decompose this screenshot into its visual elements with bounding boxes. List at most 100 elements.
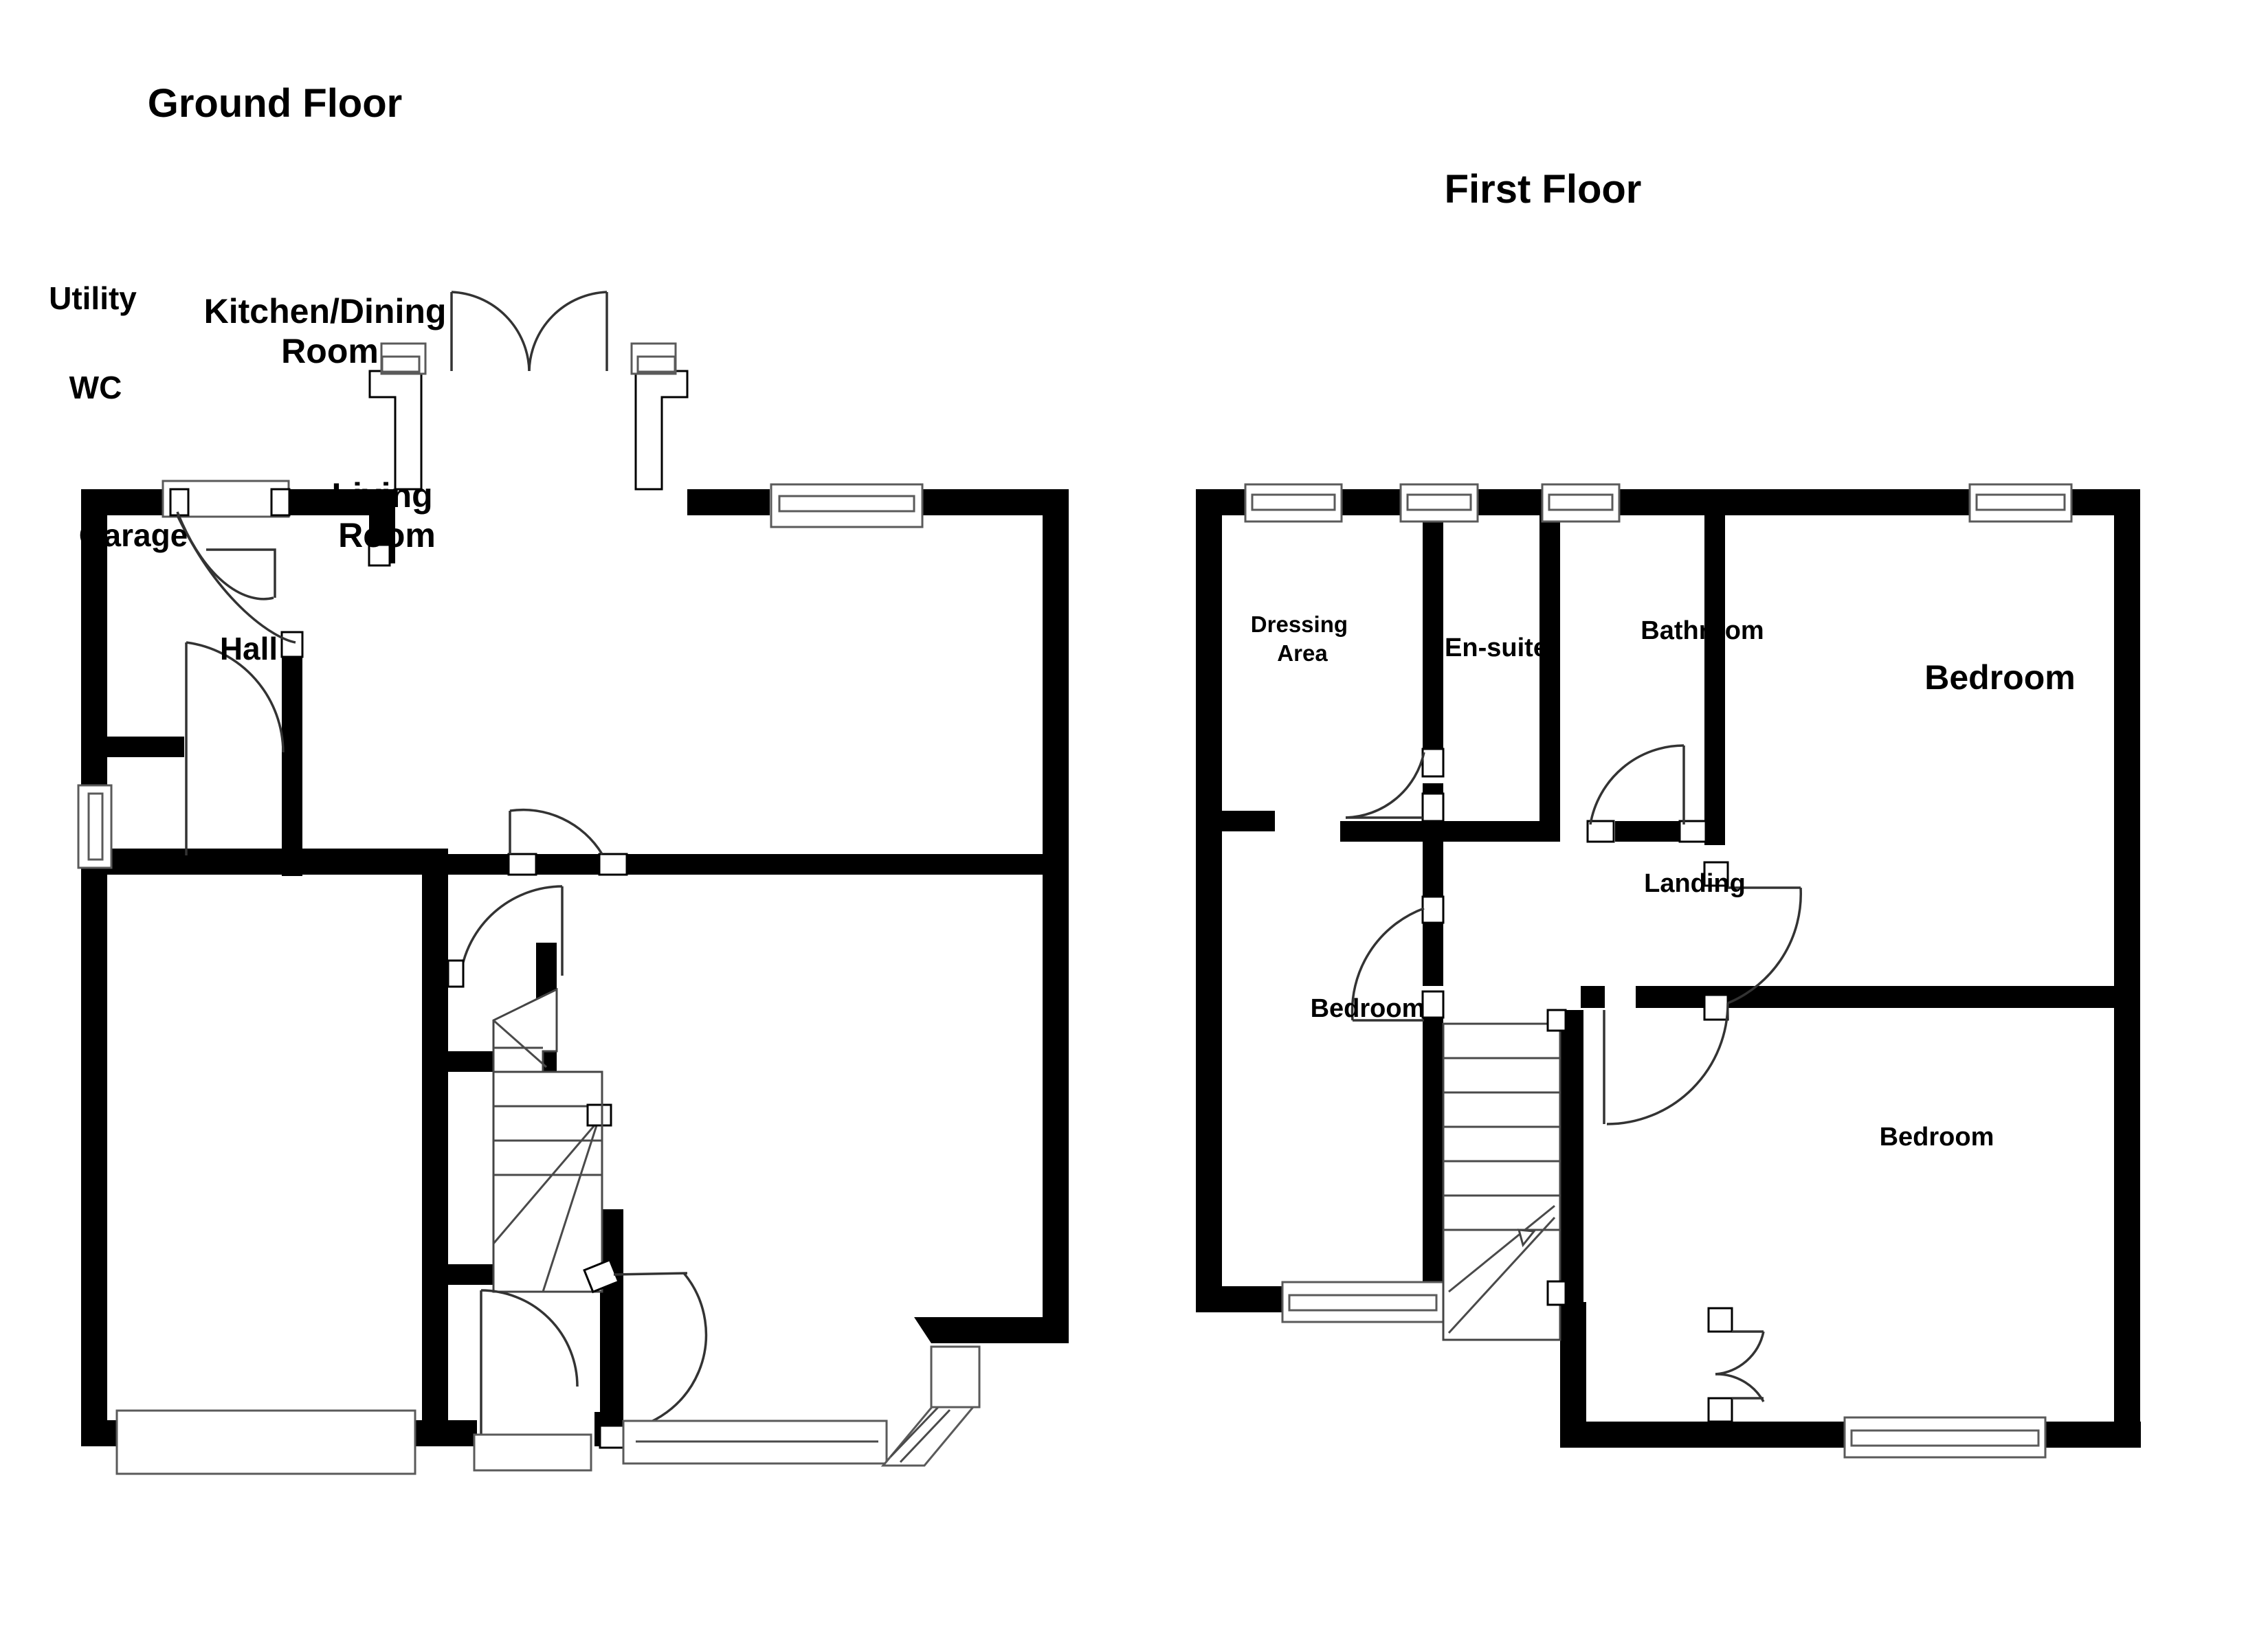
stair-ff-body — [1442, 1022, 1561, 1341]
wall-garage-right — [422, 849, 448, 1446]
wall-bedroom2-top-stub — [1196, 811, 1275, 831]
stair-direction-a — [492, 1121, 599, 1244]
bathroom-door-swing — [1589, 744, 1685, 825]
landing-bed3-swing — [1606, 1002, 1729, 1125]
utility-wc-door[interactable] — [176, 515, 304, 855]
wall-ff-left — [1196, 489, 1222, 1307]
ensuite-landing-jamb-bottom — [1421, 990, 1445, 1019]
wall-living-bottom-right — [914, 1317, 1069, 1343]
window-bedroom-3[interactable] — [1843, 1416, 2047, 1459]
window-kitchen-sash — [778, 495, 915, 513]
window-kitchen-rear[interactable] — [770, 483, 924, 528]
stair-newel — [586, 1103, 612, 1127]
bay-window-corner-box — [930, 1345, 981, 1409]
garage-door-front[interactable] — [115, 1409, 416, 1475]
stair-ff-arrowhead — [1517, 1229, 1536, 1248]
dressing-ensuite-door[interactable] — [1345, 748, 1445, 822]
window-wc-sash — [87, 792, 104, 861]
living-room-line-2: Room — [338, 516, 436, 554]
wall-hall-front-left — [448, 1420, 477, 1446]
kitchen-dining-line-2: Room — [281, 332, 379, 370]
room-label-bedroom-1: Bedroom — [1924, 658, 2075, 697]
stair-ff-arrow-2 — [1447, 1216, 1556, 1334]
wall-bed3-bottom-left — [1560, 1422, 1849, 1448]
hall-stair-door-jamb — [447, 959, 465, 988]
wall-ensuite-bathroom — [1539, 515, 1560, 842]
staircase-ground — [492, 987, 612, 1293]
utility-door-leaf — [206, 548, 276, 598]
wall-ff-top-3 — [1476, 489, 1542, 515]
wall-kitchen-living-divider — [448, 854, 1053, 875]
window-bathroom[interactable] — [1541, 483, 1621, 523]
bathroom-door[interactable] — [1586, 744, 1707, 843]
kitchen-dining-line-1: Kitchen/Dining — [204, 292, 447, 330]
wall-utility-top-left — [81, 489, 170, 515]
kitchen-hall-door-swing — [509, 808, 603, 855]
wall-ff-right — [2114, 489, 2140, 1448]
wall-utility-wc-divider — [107, 737, 184, 757]
landing-bedroom3-door[interactable] — [1603, 867, 1739, 1125]
hall-living-door[interactable] — [583, 1258, 708, 1449]
bay-window-mullion-1 — [889, 1404, 942, 1458]
french-door-left-swing — [451, 291, 531, 372]
stair-ff-newel-top — [1546, 1009, 1567, 1032]
ground-floor-group: Ground Floor Utility WC Kitchen/Dining R… — [49, 81, 1069, 1475]
room-label-hall: Hall — [220, 631, 278, 666]
first-floor-walls — [1196, 489, 2141, 1448]
window-bedroom-2[interactable] — [1281, 1281, 1445, 1323]
room-label-utility: Utility — [49, 280, 137, 316]
window-bedroom1-sash — [1975, 493, 2066, 511]
window-dressing-sash — [1251, 493, 1336, 511]
room-label-garage: Garage — [79, 517, 188, 553]
bed3-lower-jamb-top — [1707, 1307, 1733, 1333]
hall-living-door-leaf-line — [613, 1272, 688, 1276]
window-dressing-area[interactable] — [1244, 483, 1343, 523]
hall-understairs-door[interactable] — [473, 1289, 592, 1472]
landing-bedroom1-door[interactable] — [1703, 861, 1802, 1021]
wall-right-exterior — [1043, 489, 1069, 1317]
stair-diag-1 — [493, 1019, 547, 1068]
utility-rear-door[interactable] — [162, 480, 391, 601]
first-floor-title: First Floor — [1445, 167, 1642, 212]
wall-kitchen-top-left — [687, 489, 770, 515]
french-door-left-sash — [381, 355, 421, 373]
bedroom3-lower-door[interactable] — [1707, 1307, 1765, 1423]
understairs-threshold — [473, 1433, 592, 1472]
landing-bed1-jamb-bottom — [1703, 994, 1729, 1021]
wall-dressing-ensuite-upper — [1423, 515, 1443, 749]
stair-direction-b — [542, 1121, 599, 1292]
ensuite-landing-door[interactable] — [1350, 895, 1445, 1022]
window-ensuite-sash — [1406, 493, 1472, 511]
bed3-lower-swing-bottom — [1715, 1373, 1765, 1402]
window-en-suite[interactable] — [1399, 483, 1479, 523]
wall-left-lower — [81, 849, 107, 1446]
utility-door-jamb-right — [270, 488, 291, 517]
wall-landing-right-stub — [1704, 821, 1725, 845]
french-doors-rear[interactable] — [368, 291, 689, 491]
utility-wc-door-jamb — [280, 631, 304, 658]
stair-ff-newel-bottom — [1546, 1280, 1567, 1306]
hall-stair-door[interactable] — [447, 885, 564, 988]
room-label-en-suite: En-suite — [1445, 633, 1548, 662]
kitchen-hall-door[interactable] — [507, 808, 628, 876]
window-wc-left[interactable] — [77, 784, 113, 869]
wall-bathroom-bedroom1 — [1704, 515, 1725, 842]
ensuite-landing-swing — [1350, 907, 1425, 1021]
utility-door-stop — [368, 543, 391, 567]
front-entrance-door[interactable] — [622, 1420, 888, 1465]
wall-ff-top-4 — [1616, 489, 1974, 515]
window-bedroom-1[interactable] — [1968, 483, 2073, 523]
dressing-door-jamb-bottom — [1421, 792, 1445, 822]
room-label-kitchen-dining: Kitchen/Dining Room — [204, 292, 456, 370]
room-label-wc: WC — [69, 370, 122, 405]
living-room-bay-window[interactable] — [880, 1345, 981, 1467]
stair-flight-body — [492, 1070, 603, 1293]
room-label-bedroom-3: Bedroom — [1880, 1123, 1994, 1152]
wall-wc-right — [282, 653, 302, 876]
french-door-right-sash — [636, 355, 676, 373]
utility-wc-door-swing — [186, 641, 285, 753]
wall-bedroom3-top-stub — [1581, 986, 1605, 1008]
ensuite-landing-jamb-top — [1421, 895, 1445, 924]
dressing-area-line-1: Dressing — [1251, 612, 1348, 637]
